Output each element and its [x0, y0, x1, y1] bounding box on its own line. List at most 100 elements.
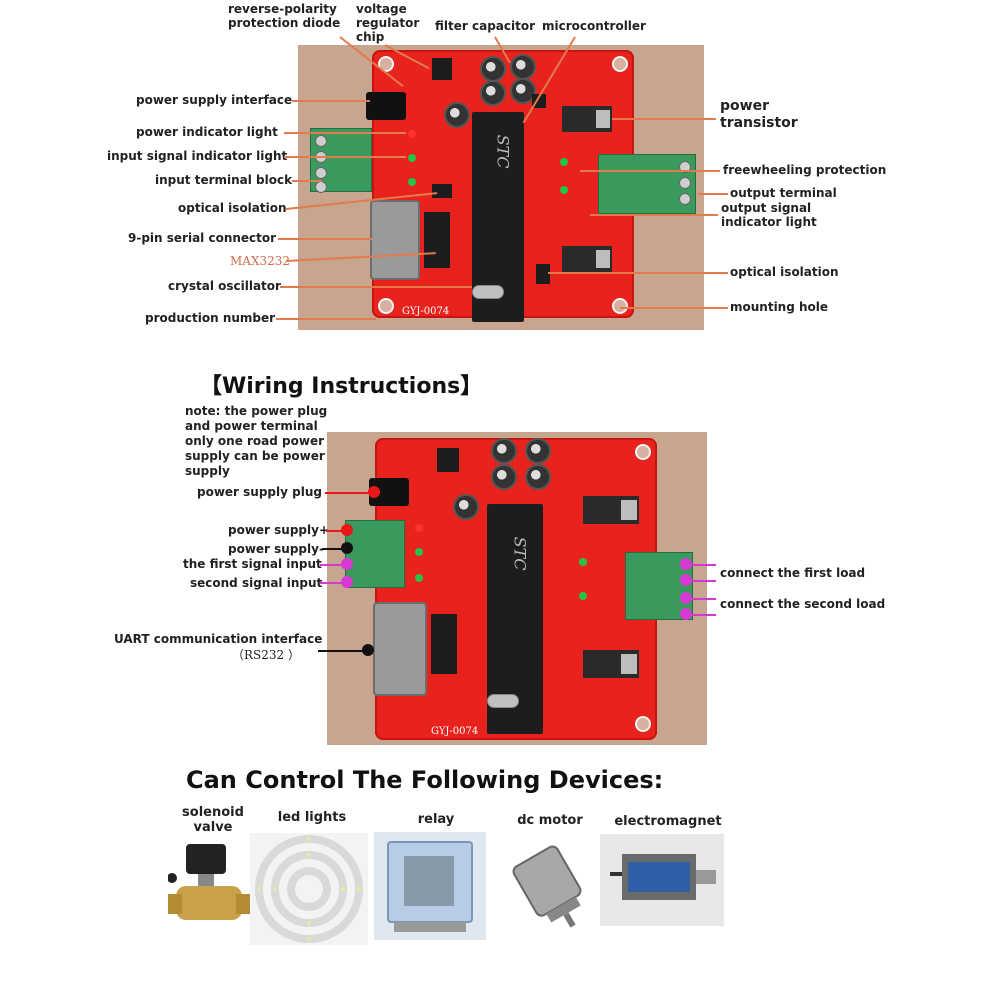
device-label: dc motor	[517, 813, 583, 828]
label-power-supply-plug: power supply plug	[197, 485, 322, 499]
wire-line	[318, 650, 366, 652]
load-dot	[680, 574, 692, 586]
mounting-hole	[635, 444, 651, 460]
label-second-signal-input: second signal input	[190, 576, 323, 590]
label-max3232: MAX3232	[230, 254, 291, 268]
wire-line	[325, 492, 373, 494]
serial-connector	[370, 200, 420, 280]
plug-dot	[368, 486, 380, 498]
callout-line	[280, 286, 472, 288]
label-output-terminal: output terminal	[730, 186, 837, 200]
output-led	[579, 558, 587, 566]
filter-capacitor	[525, 464, 551, 490]
uart-dot	[362, 644, 374, 656]
wire-line	[692, 598, 716, 600]
callout-line	[612, 118, 716, 120]
label-input-terminal-block: input terminal block	[155, 173, 293, 187]
electrolytic-capacitor	[444, 102, 470, 128]
output-led	[560, 186, 568, 194]
label-input-signal-indicator-light: input signal indicator light	[107, 149, 288, 163]
board-code: GYJ-0074	[402, 306, 450, 317]
filter-capacitor	[491, 438, 517, 464]
wire-line	[692, 580, 716, 582]
load-dot	[680, 558, 692, 570]
plus-dot	[341, 524, 353, 536]
load-dot	[680, 592, 692, 604]
input-led	[415, 574, 423, 582]
device-label: electromagnet	[614, 814, 722, 829]
led-ring-icon	[250, 833, 368, 945]
callout-line	[620, 307, 728, 309]
power-led	[415, 524, 423, 532]
label-microcontroller: microcontroller	[542, 19, 646, 33]
power-transistor	[583, 650, 639, 678]
relay-icon	[374, 832, 486, 940]
wire-line	[692, 614, 716, 616]
label-optical-isolation-right: optical isolation	[730, 265, 839, 279]
crystal	[472, 285, 504, 299]
label-first-load: connect the first load	[720, 566, 866, 580]
label-power-supply-plus: power supply+	[228, 523, 330, 537]
wire-line	[320, 564, 342, 566]
devices-title: Can Control The Following Devices:	[186, 766, 664, 794]
mounting-hole	[378, 298, 394, 314]
mounting-hole	[612, 56, 628, 72]
power-transistor	[583, 496, 639, 524]
callout-line	[590, 214, 718, 216]
signal-dot	[341, 576, 353, 588]
power-transistor	[562, 106, 612, 132]
electromagnet-icon	[600, 834, 724, 926]
callout-line	[278, 238, 372, 240]
power-jack	[366, 92, 406, 120]
mounting-hole	[612, 298, 628, 314]
callout-line	[580, 170, 720, 172]
filter-capacitor	[525, 438, 551, 464]
wiring-title: 【Wiring Instructions】	[200, 374, 483, 399]
label-first-signal-input: the first signal input	[183, 557, 322, 571]
label-power-supply-interface: power supply interface	[136, 93, 293, 107]
wire-line	[320, 582, 342, 584]
label-power-transistor: power transistor	[720, 98, 798, 131]
callout-line	[284, 156, 406, 158]
label-filter-capacitor: filter capacitor	[435, 19, 536, 33]
label-serial-connector: 9-pin serial connector	[128, 231, 277, 245]
callout-line	[548, 272, 728, 274]
filter-capacitor	[491, 464, 517, 490]
input-terminal-block	[310, 128, 372, 193]
optocoupler	[536, 264, 550, 284]
input-led	[408, 154, 416, 162]
power-led	[408, 130, 416, 138]
voltage-regulator	[432, 58, 452, 80]
callout-line	[276, 318, 376, 320]
label-output-signal-indicator-light: output signal indicator light	[721, 201, 817, 229]
label-power-supply-minus: power supply-	[228, 542, 324, 556]
input-led	[415, 548, 423, 556]
filter-capacitor	[510, 78, 536, 104]
label-uart: UART communication interface	[114, 632, 323, 646]
chip-mark: STC	[510, 536, 530, 571]
label-crystal-oscillator: crystal oscillator	[168, 279, 281, 293]
optocoupler	[432, 184, 452, 198]
output-led	[579, 592, 587, 600]
dc-motor-icon	[512, 845, 582, 928]
label-rs232: （RS232 ）	[232, 648, 300, 662]
input-terminal-block	[345, 520, 405, 588]
voltage-regulator	[437, 448, 459, 472]
filter-capacitor	[480, 80, 506, 106]
load-dot	[680, 608, 692, 620]
callout-line	[698, 193, 728, 195]
chip-mark: STC	[493, 134, 513, 169]
device-label: solenoid valve	[182, 805, 244, 835]
electrolytic-capacitor	[453, 494, 479, 520]
device-label: led lights	[277, 810, 347, 825]
wire-line	[326, 530, 342, 532]
max3232-chip	[431, 614, 457, 674]
pcb-board-1: STC	[310, 50, 696, 322]
output-terminal-block	[598, 154, 696, 214]
output-led	[560, 158, 568, 166]
minus-dot	[341, 542, 353, 554]
label-freewheeling-protection: freewheeling protection	[723, 163, 887, 177]
label-reverse-polarity: reverse-polarity protection diode	[228, 2, 341, 30]
input-led	[408, 178, 416, 186]
label-production-number: production number	[145, 311, 276, 325]
